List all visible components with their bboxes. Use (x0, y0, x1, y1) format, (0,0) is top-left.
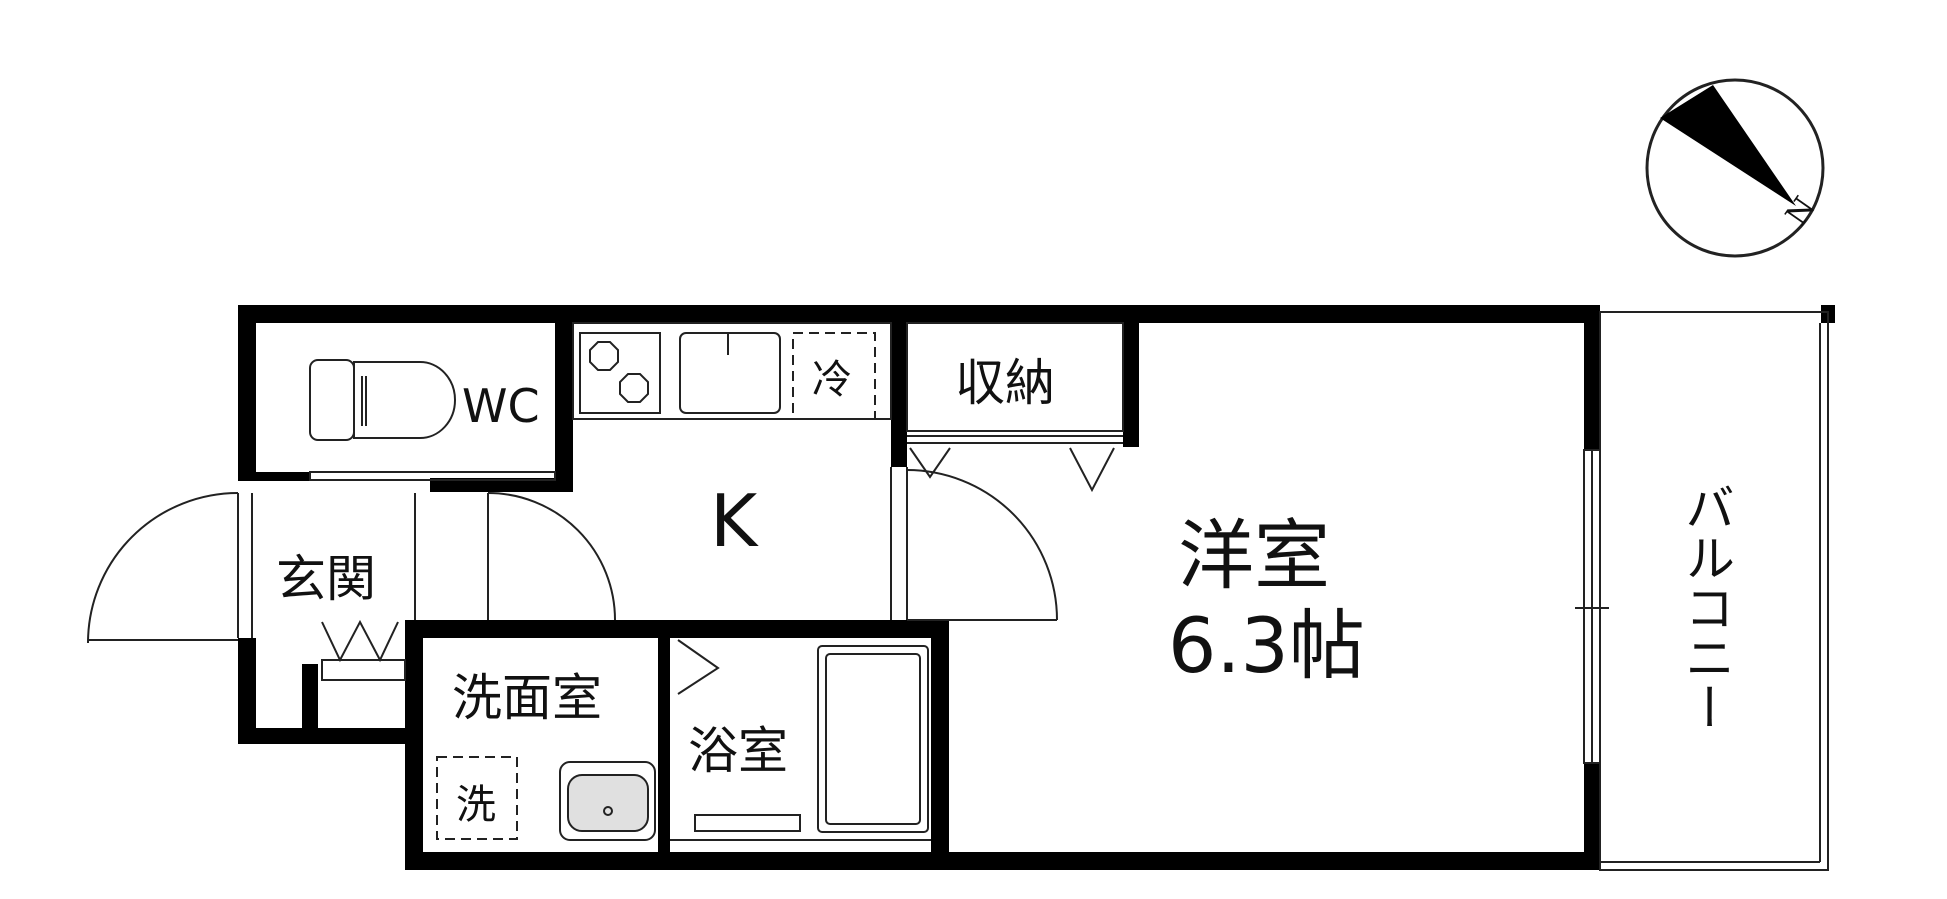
wash-basin-drain (603, 806, 613, 816)
wall-left-wash (405, 622, 423, 868)
entrance-label: 玄関 (276, 550, 376, 608)
wall-bottom (405, 852, 1600, 870)
kitchen-counter (572, 322, 892, 420)
wall-wc-right (555, 305, 573, 492)
bathtub-inner (825, 653, 921, 825)
wall-wc-bottom-r (430, 478, 573, 492)
storage-door-left (909, 447, 951, 479)
storage-area (906, 322, 1124, 432)
wall-kitchen-right (891, 305, 907, 467)
wall-right-lower (1584, 763, 1600, 870)
western-room-size-label: 6.3帖 (1168, 601, 1365, 690)
compass-needle (1660, 85, 1796, 206)
fixtures (87, 311, 1829, 871)
wash-basin-outer (559, 761, 656, 841)
stove (579, 332, 661, 414)
wall-wc-bottom (238, 472, 310, 481)
bath-step (694, 814, 801, 832)
bath-door (677, 639, 720, 695)
washer-label: 洗 (456, 782, 496, 828)
toilet-tank (309, 359, 355, 441)
wall-bottom-entrance (238, 728, 413, 744)
wall-bath-right (931, 620, 949, 870)
kitchen-label: K (710, 479, 759, 563)
wall-entrance-stub (302, 664, 318, 744)
wall-left-wc (238, 305, 256, 477)
burner-2 (619, 373, 649, 403)
shoe-cabinet-door (321, 619, 399, 663)
compass-circle (1645, 78, 1825, 258)
shoe-cabinet (321, 659, 406, 681)
wc-label: WC (462, 379, 540, 433)
washroom-label: 洗面室 (452, 669, 602, 727)
western-room-label: 洋室 (1178, 511, 1330, 600)
balcony-outline (1599, 311, 1829, 871)
burner-1 (589, 341, 619, 371)
walls (238, 305, 1835, 870)
wall-right-upper (1584, 305, 1600, 450)
washer-space (436, 756, 518, 840)
room-door-swing (906, 469, 1058, 621)
kitchen-door-swing (487, 492, 616, 621)
sink (679, 332, 781, 414)
toilet-bowl (353, 361, 456, 439)
wall-top (238, 305, 1600, 323)
wall-left-entrance (238, 638, 256, 744)
wc-shelf (309, 471, 556, 481)
wall-storage-right (1123, 305, 1139, 447)
bathtub (817, 645, 929, 833)
fridge-area (792, 332, 876, 420)
wash-basin (567, 774, 649, 832)
labels: WC 玄関 K 収納 冷 洗面室 洗 浴室 洋室 6.3帖 バルコニー (276, 354, 1735, 828)
entrance-door-swing (87, 492, 239, 644)
wall-wash-bath (658, 638, 670, 852)
bath-label: 浴室 (688, 722, 788, 780)
wall-wash-top2 (405, 620, 421, 638)
compass: N (1645, 78, 1825, 258)
fridge-label: 冷 (812, 357, 852, 403)
wall-wash-top (405, 620, 947, 638)
storage-door-right (1069, 447, 1115, 493)
storage-label: 収納 (955, 354, 1055, 412)
balcony-label: バルコニー (1677, 482, 1735, 732)
